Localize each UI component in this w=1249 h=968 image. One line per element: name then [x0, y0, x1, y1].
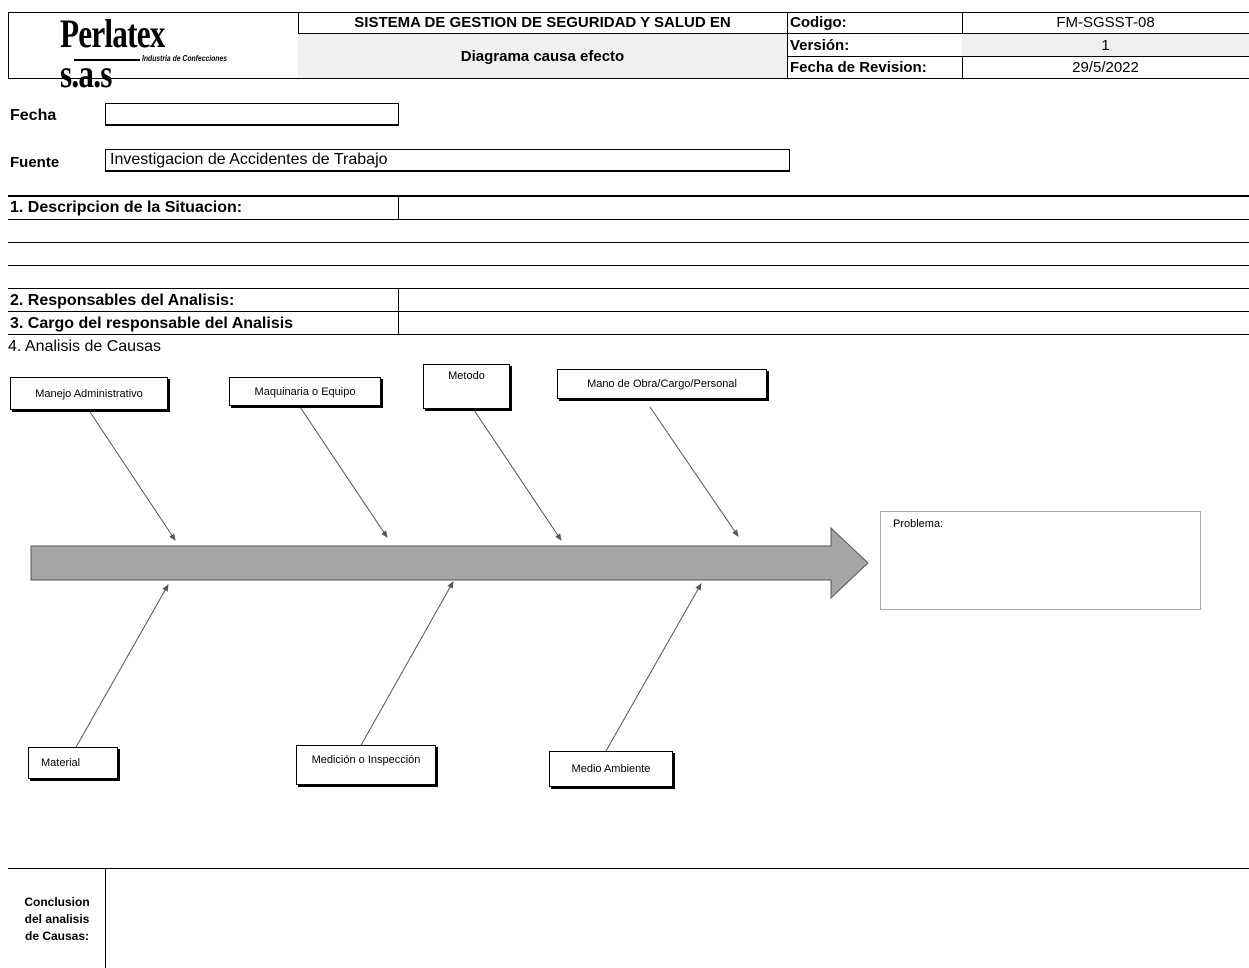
fuente-label: Fuente [10, 153, 60, 171]
fuente-input[interactable]: Investigacion de Accidentes de Trabajo [105, 149, 790, 172]
cause-medicion-inspeccion[interactable]: Medición o Inspección [296, 745, 436, 785]
bone-maquinaria [299, 406, 388, 538]
descripcion-label: 1. Descripcion de la Situacion: [10, 199, 243, 216]
fuente-value: Investigacion de Accidentes de Trabajo [110, 151, 388, 168]
conclusion-label: Conclusion del analisis de Causas: [10, 894, 104, 945]
logo-text: Perlatex s.a.s [60, 11, 165, 96]
cause-material[interactable]: Material [28, 747, 118, 779]
company-logo: Perlatex s.a.s Industria de Confecciones [60, 14, 260, 94]
cause-mano-de-obra[interactable]: Mano de Obra/Cargo/Personal [557, 369, 767, 399]
version-value: 1 [962, 34, 1249, 56]
fecha-revision-value: 29/5/2022 [1072, 59, 1139, 76]
system-title: SISTEMA DE GESTION DE SEGURIDAD Y SALUD … [354, 14, 731, 31]
fecha-input[interactable] [105, 103, 399, 126]
analisis-label: 4. Analisis de Causas [8, 338, 161, 355]
bone-material [74, 584, 169, 750]
bone-medio-ambiente [605, 583, 702, 752]
spine-arrow [30, 526, 869, 600]
logo-tagline: Industria de Confecciones [142, 54, 228, 63]
responsables-label: 2. Responsables del Analisis: [10, 292, 235, 309]
fecha-label: Fecha [10, 107, 57, 124]
cause-manejo-administrativo[interactable]: Manejo Administrativo [10, 377, 168, 410]
codigo-label: Codigo: [790, 14, 847, 31]
cause-medio-ambiente[interactable]: Medio Ambiente [549, 751, 673, 787]
bone-manejo [89, 411, 176, 541]
conclusion-label-line2: del analisis [24, 912, 90, 926]
conclusion-label-line3: de Causas: [24, 929, 90, 943]
bone-metodo [473, 409, 562, 541]
cause-maquinaria-equipo[interactable]: Maquinaria o Equipo [229, 377, 381, 406]
problem-box[interactable]: Problema: [880, 511, 1201, 610]
doc-title: Diagrama causa efecto [298, 34, 787, 78]
cargo-label: 3. Cargo del responsable del Analisis [10, 315, 294, 332]
bone-mano-obra [649, 406, 739, 537]
conclusion-field[interactable] [106, 869, 1249, 968]
cause-metodo[interactable]: Metodo [423, 364, 510, 409]
conclusion-label-line1: Conclusion [24, 895, 90, 909]
fecha-revision-label: Fecha de Revision: [790, 59, 927, 76]
problem-label: Problema: [893, 518, 944, 530]
codigo-value: FM-SGSST-08 [1056, 14, 1155, 31]
bone-medicion [359, 581, 454, 748]
version-label: Versión: [790, 36, 850, 54]
